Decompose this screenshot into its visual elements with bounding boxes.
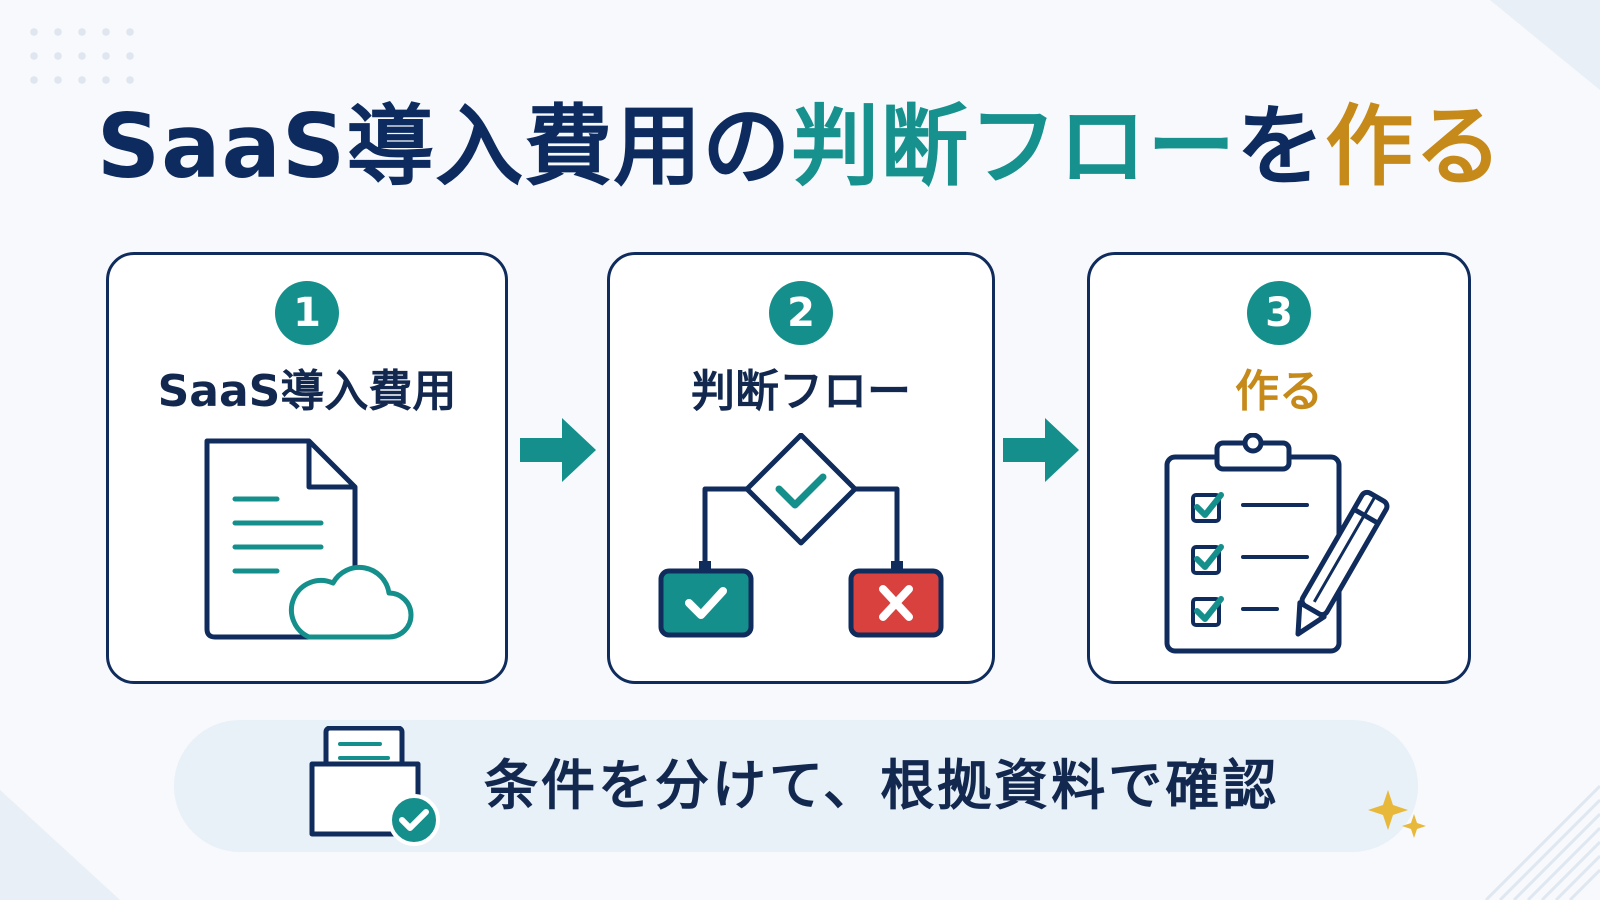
page-title: SaaS導入費用の判断フローを作る — [0, 96, 1600, 197]
title-part-4: 作る — [1325, 95, 1504, 198]
sparkle-icon — [1368, 790, 1426, 838]
step-number-badge: 2 — [769, 281, 833, 345]
step-card-3: 3 作る — [1087, 252, 1471, 684]
summary-banner: 条件を分けて、根拠資料で確認 — [174, 720, 1418, 852]
step-card-2: 2 判断フロー — [607, 252, 995, 684]
corner-shape-decoration — [0, 790, 120, 900]
decision-flow-icon — [658, 433, 944, 638]
title-part-1: SaaS導入費用の — [96, 95, 792, 198]
hatch-decoration — [1484, 784, 1600, 900]
arrow-right-icon — [520, 418, 596, 482]
document-tray-check-icon — [309, 726, 440, 846]
step-label: SaaS導入費用 — [157, 366, 457, 417]
clipboard-checklist-icon — [1164, 433, 1390, 654]
title-part-3: を — [1236, 95, 1326, 198]
arrow-right-icon — [1003, 418, 1079, 482]
step-card-1: 1 SaaS導入費用 — [106, 252, 508, 684]
corner-shape-decoration — [1490, 0, 1600, 90]
dot-grid-decoration — [22, 20, 138, 92]
title-part-2: 判断フロー — [791, 95, 1237, 198]
step-label: 作る — [1235, 366, 1323, 417]
summary-text: 条件を分けて、根拠資料で確認 — [484, 754, 1280, 817]
step-number-badge: 1 — [275, 281, 339, 345]
document-cloud-icon — [204, 438, 414, 640]
step-number-badge: 3 — [1247, 281, 1311, 345]
step-label: 判断フロー — [691, 366, 911, 417]
